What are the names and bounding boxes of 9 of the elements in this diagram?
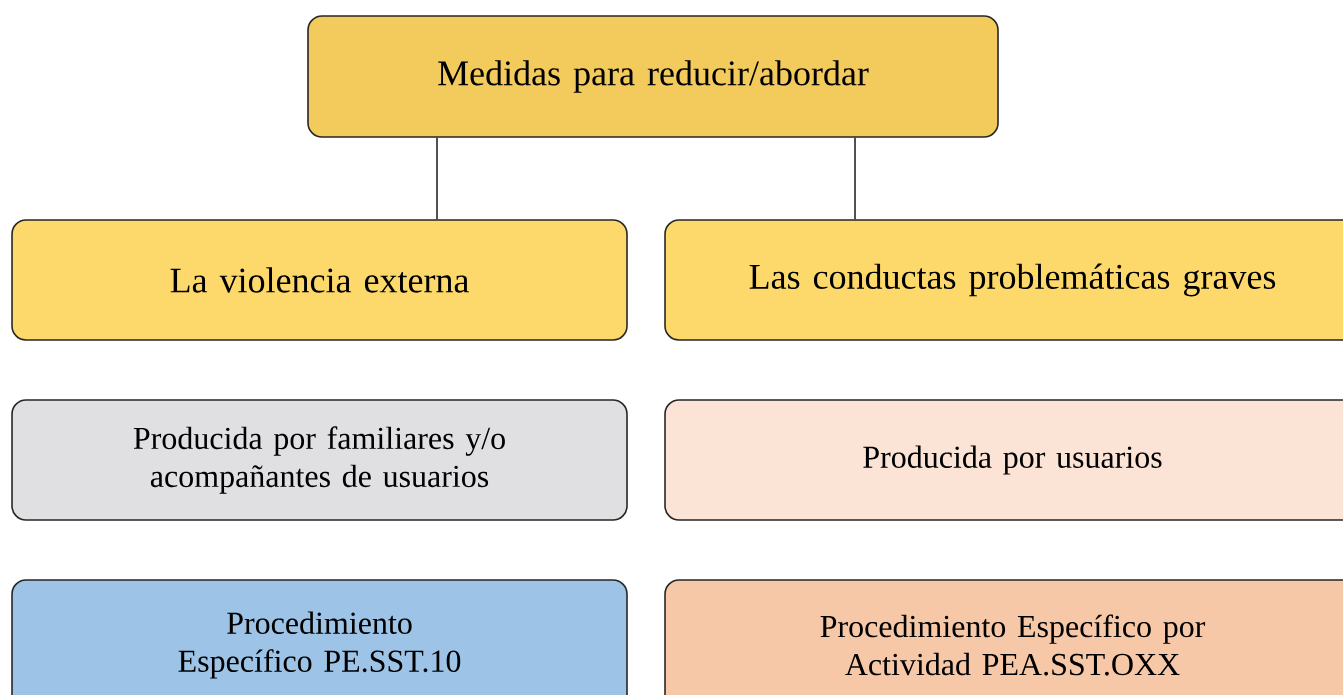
procedure-box: Procedimiento Específico PE.SST.10 bbox=[11, 579, 628, 695]
connector-line bbox=[436, 137, 438, 220]
source-box: Producida por usuarios bbox=[664, 399, 1343, 521]
title-box: Medidas para reducir/abordar bbox=[307, 15, 999, 138]
source-box: Producida por familiares y/o acompañantes de usuarios bbox=[11, 399, 628, 521]
category-box: La violencia externa bbox=[11, 219, 628, 341]
procedure-box: Procedimiento Específico por Actividad PEA.SST.OXX bbox=[664, 579, 1343, 695]
category-box: Las conductas problemáticas graves bbox=[664, 219, 1343, 341]
connector-line bbox=[854, 137, 856, 220]
